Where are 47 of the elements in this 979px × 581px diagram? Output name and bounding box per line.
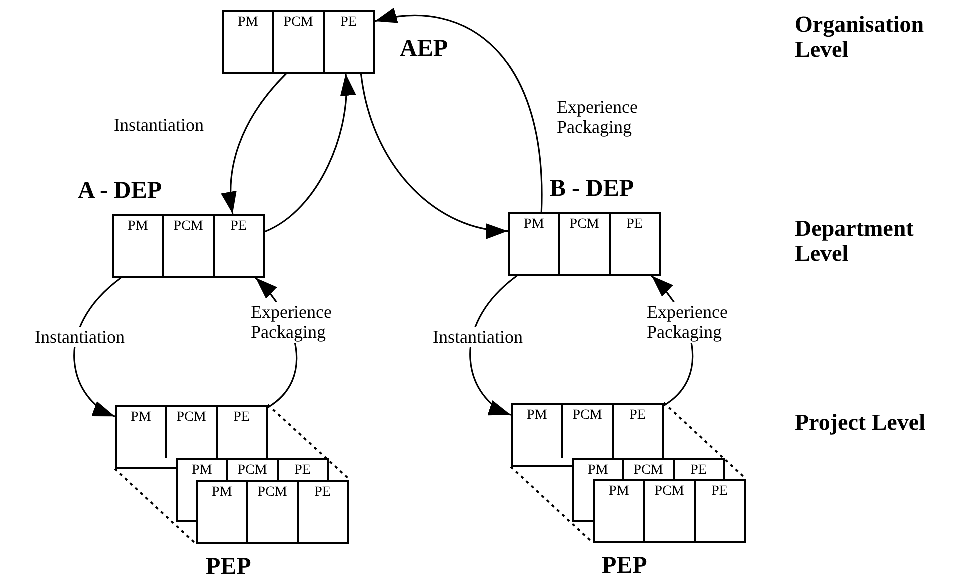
cell-text: PCM	[284, 15, 314, 30]
cell-text: PM	[128, 219, 148, 234]
cell-text: PE	[690, 463, 707, 478]
cell-text: PE	[234, 410, 250, 425]
cell-text: PCM	[238, 463, 268, 478]
curved-arrow	[374, 9, 542, 212]
cell-text: PCM	[634, 463, 664, 478]
cell-text: PM	[212, 485, 232, 500]
container-box	[176, 458, 329, 480]
container-box	[572, 458, 725, 479]
curved-arrow	[264, 74, 356, 233]
cell-text: PCM	[174, 219, 204, 234]
cell-text: PE	[294, 463, 311, 478]
level-label: Project Level	[795, 410, 926, 436]
curved-arrow	[360, 74, 508, 238]
cell-text: PM	[527, 408, 548, 423]
group-title: B - DEP	[550, 176, 634, 203]
cell-text: PCM	[572, 408, 602, 423]
edge-label: Instantiation	[431, 326, 525, 348]
cell-text: PM	[609, 484, 630, 499]
cell-text: PE	[712, 484, 728, 499]
cell-text: PE	[630, 408, 646, 423]
cell-text: PM	[238, 15, 258, 30]
group-title: A - DEP	[78, 178, 162, 205]
container-box	[511, 403, 664, 458]
cell-text: PM	[192, 463, 212, 478]
edge-label: Instantiation	[33, 326, 127, 348]
curved-arrow	[74, 277, 122, 418]
cell-text: PM	[131, 410, 152, 425]
level-label: Department Level	[795, 216, 915, 267]
group-title: PEP	[206, 554, 252, 581]
level-label: Organisation Level	[795, 12, 926, 63]
cell-text: PE	[230, 219, 247, 234]
cell-text: PCM	[570, 217, 600, 232]
curved-arrow	[222, 73, 287, 214]
group-title: AEP	[400, 36, 448, 63]
cell-text: PE	[314, 485, 331, 500]
cell-text: PM	[524, 217, 544, 232]
cell-text: PCM	[258, 485, 288, 500]
cell-text: PE	[626, 217, 643, 232]
curved-arrow	[470, 275, 518, 416]
cell-text: PCM	[654, 484, 684, 499]
cell-text: PCM	[176, 410, 206, 425]
group-title: PEP	[602, 553, 648, 580]
container-box	[115, 405, 268, 458]
cell-text: PM	[588, 463, 608, 478]
cell-text: PE	[340, 15, 357, 30]
